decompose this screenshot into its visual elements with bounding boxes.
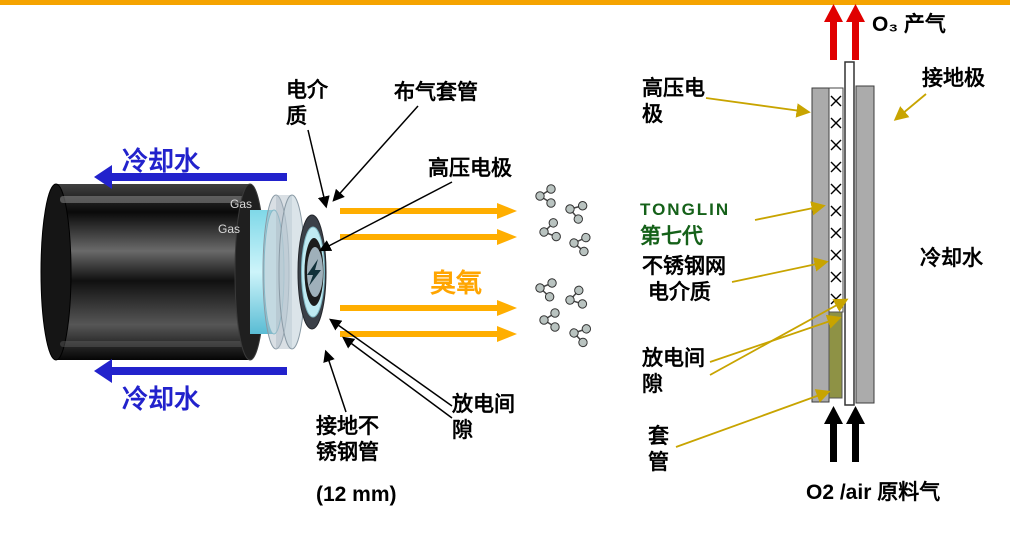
- ozone-arrows: [340, 203, 517, 342]
- electrode-rings: [297, 214, 327, 330]
- label-cooling-water-top: 冷却水: [122, 146, 201, 176]
- o3-output-arrows: [824, 4, 865, 60]
- discharge-gap-channel: [844, 61, 855, 406]
- label-cooling-water-right: 冷却水: [920, 247, 983, 270]
- label-gas-sleeve: 布气套管: [394, 81, 478, 104]
- hv-electrode-bar: [811, 87, 830, 403]
- label-ground-tube: 接地不 锈钢管: [316, 415, 379, 464]
- mesh-dielectric-column: [828, 87, 844, 313]
- label-mesh-dielectric: 不锈钢网 电介质: [642, 255, 726, 304]
- label-ground-electrode: 接地极: [922, 67, 985, 90]
- label-brand: TONGLIN: [640, 200, 731, 219]
- sleeve-bar: [828, 311, 843, 399]
- ozone-molecules: [533, 184, 593, 349]
- label-leader-lines-left: [307, 105, 453, 419]
- label-discharge-gap-right: 放电间 隙: [642, 347, 705, 396]
- label-ozone: 臭氧: [430, 268, 483, 298]
- label-generation: 第七代: [640, 225, 703, 248]
- label-gas-bottom: Gas: [218, 222, 241, 236]
- label-leader-lines-right: [675, 93, 927, 448]
- label-o3-output: O₃ 产气: [872, 13, 946, 36]
- feed-gas-arrows: [824, 406, 865, 462]
- label-feed-gas: O2 /air 原料气: [806, 481, 941, 504]
- label-discharge-gap-left: 放电间 隙: [452, 393, 515, 442]
- spark-icon: [307, 259, 321, 286]
- top-border-rule: [0, 0, 1010, 5]
- label-cooling-water-bottom: 冷却水: [122, 384, 201, 414]
- label-gas-top: Gas: [230, 197, 253, 211]
- label-sleeve: 套 管: [648, 425, 669, 474]
- ground-electrode-bar: [855, 85, 875, 404]
- cooling-water-arrows: [94, 165, 287, 383]
- label-tube-diameter: (12 mm): [316, 483, 397, 506]
- label-hv-electrode-right: 高压电 极: [642, 77, 705, 126]
- steel-tube-cylinder: [40, 183, 285, 361]
- gas-distribution-sleeve: [262, 194, 306, 350]
- label-hv-electrode-left: 高压电极: [428, 157, 512, 180]
- label-dielectric: 电介 质: [286, 79, 328, 128]
